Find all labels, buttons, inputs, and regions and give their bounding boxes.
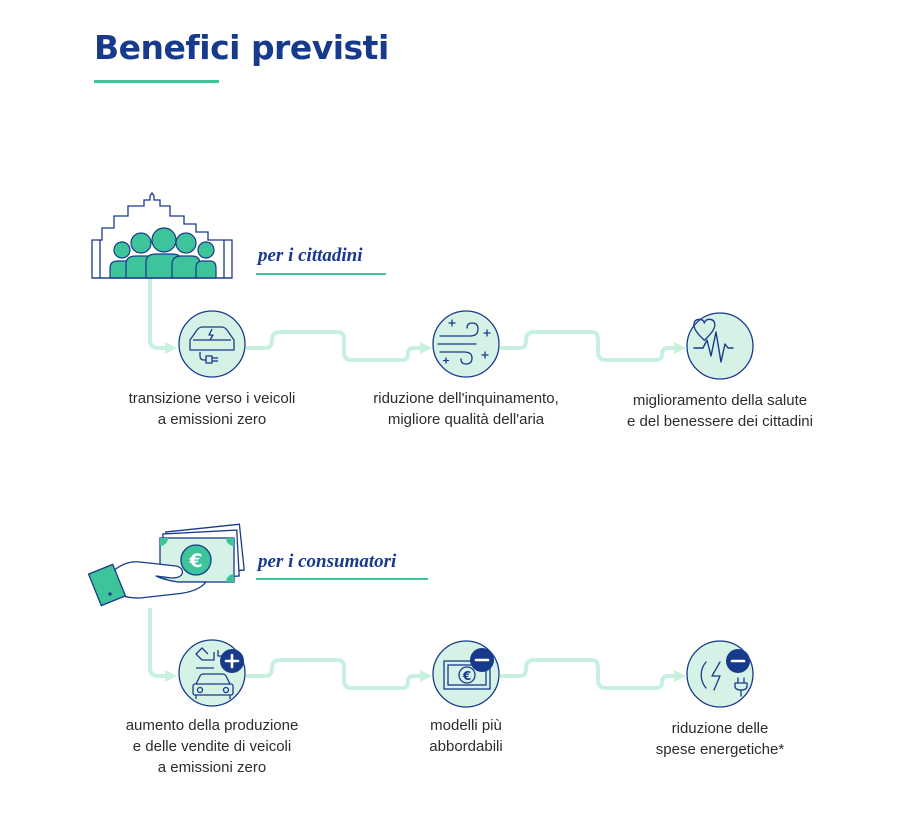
step-text-line: migliore qualità dell'aria bbox=[387, 411, 545, 428]
step-text-line: miglioramento della salute bbox=[632, 392, 808, 409]
hand-money-icon: € bbox=[87, 523, 245, 607]
connector-step5-step6 bbox=[500, 658, 674, 690]
step-text-line: modelli più bbox=[430, 717, 502, 734]
step-text-transizione: transizione verso i veicoli a emissioni … bbox=[102, 388, 322, 430]
money-minus-icon: € bbox=[432, 640, 500, 708]
step-text-line: riduzione delle bbox=[671, 720, 769, 737]
energy-minus-icon bbox=[686, 640, 754, 708]
connector-from-section-icon-2 bbox=[148, 608, 165, 678]
page-title: Benefici previsti bbox=[94, 28, 389, 67]
electric-car-icon bbox=[178, 310, 246, 378]
svg-text:€: € bbox=[188, 550, 202, 572]
connectors-cittadini bbox=[148, 278, 686, 362]
svg-text:€: € bbox=[462, 669, 471, 683]
section-label-consumatori: per i consumatori bbox=[258, 551, 397, 572]
car-production-plus-icon bbox=[178, 639, 246, 707]
section-label-cittadini: per i cittadini bbox=[258, 245, 363, 266]
connector-step2-step3 bbox=[500, 330, 674, 362]
step-text-modelli: modelli più abbordabili bbox=[366, 715, 566, 757]
section-underline-consumatori bbox=[256, 578, 428, 580]
connector-step1-step2 bbox=[246, 330, 420, 362]
step-text-line: a emissioni zero bbox=[157, 759, 267, 776]
people-city-icon bbox=[91, 191, 233, 279]
connector-step4-step5 bbox=[246, 658, 420, 690]
connectors-consumatori bbox=[148, 608, 686, 690]
step-text-salute: miglioramento della salute e del benesse… bbox=[600, 390, 840, 432]
step-text-line: e delle vendite di veicoli bbox=[132, 738, 292, 755]
health-heart-icon bbox=[686, 312, 754, 380]
title-underline bbox=[94, 80, 219, 83]
connector-from-section-icon bbox=[148, 278, 165, 350]
step-text-line: abbordabili bbox=[429, 738, 503, 755]
step-text-line: spese energetiche* bbox=[655, 741, 785, 758]
step-text-line: a emissioni zero bbox=[157, 411, 267, 428]
step-text-line: riduzione dell'inquinamento, bbox=[373, 390, 559, 407]
step-text-line: transizione verso i veicoli bbox=[128, 390, 296, 407]
step-text-line: aumento della produzione bbox=[125, 717, 299, 734]
step-text-inquinamento: riduzione dell'inquinamento, migliore qu… bbox=[346, 388, 586, 430]
clean-air-icon bbox=[432, 310, 500, 378]
section-underline-cittadini bbox=[256, 273, 386, 275]
step-text-spese: riduzione delle spese energetiche* bbox=[620, 718, 820, 760]
step-text-produzione: aumento della produzione e delle vendite… bbox=[102, 715, 322, 778]
step-text-line: e del benessere dei cittadini bbox=[627, 413, 813, 430]
